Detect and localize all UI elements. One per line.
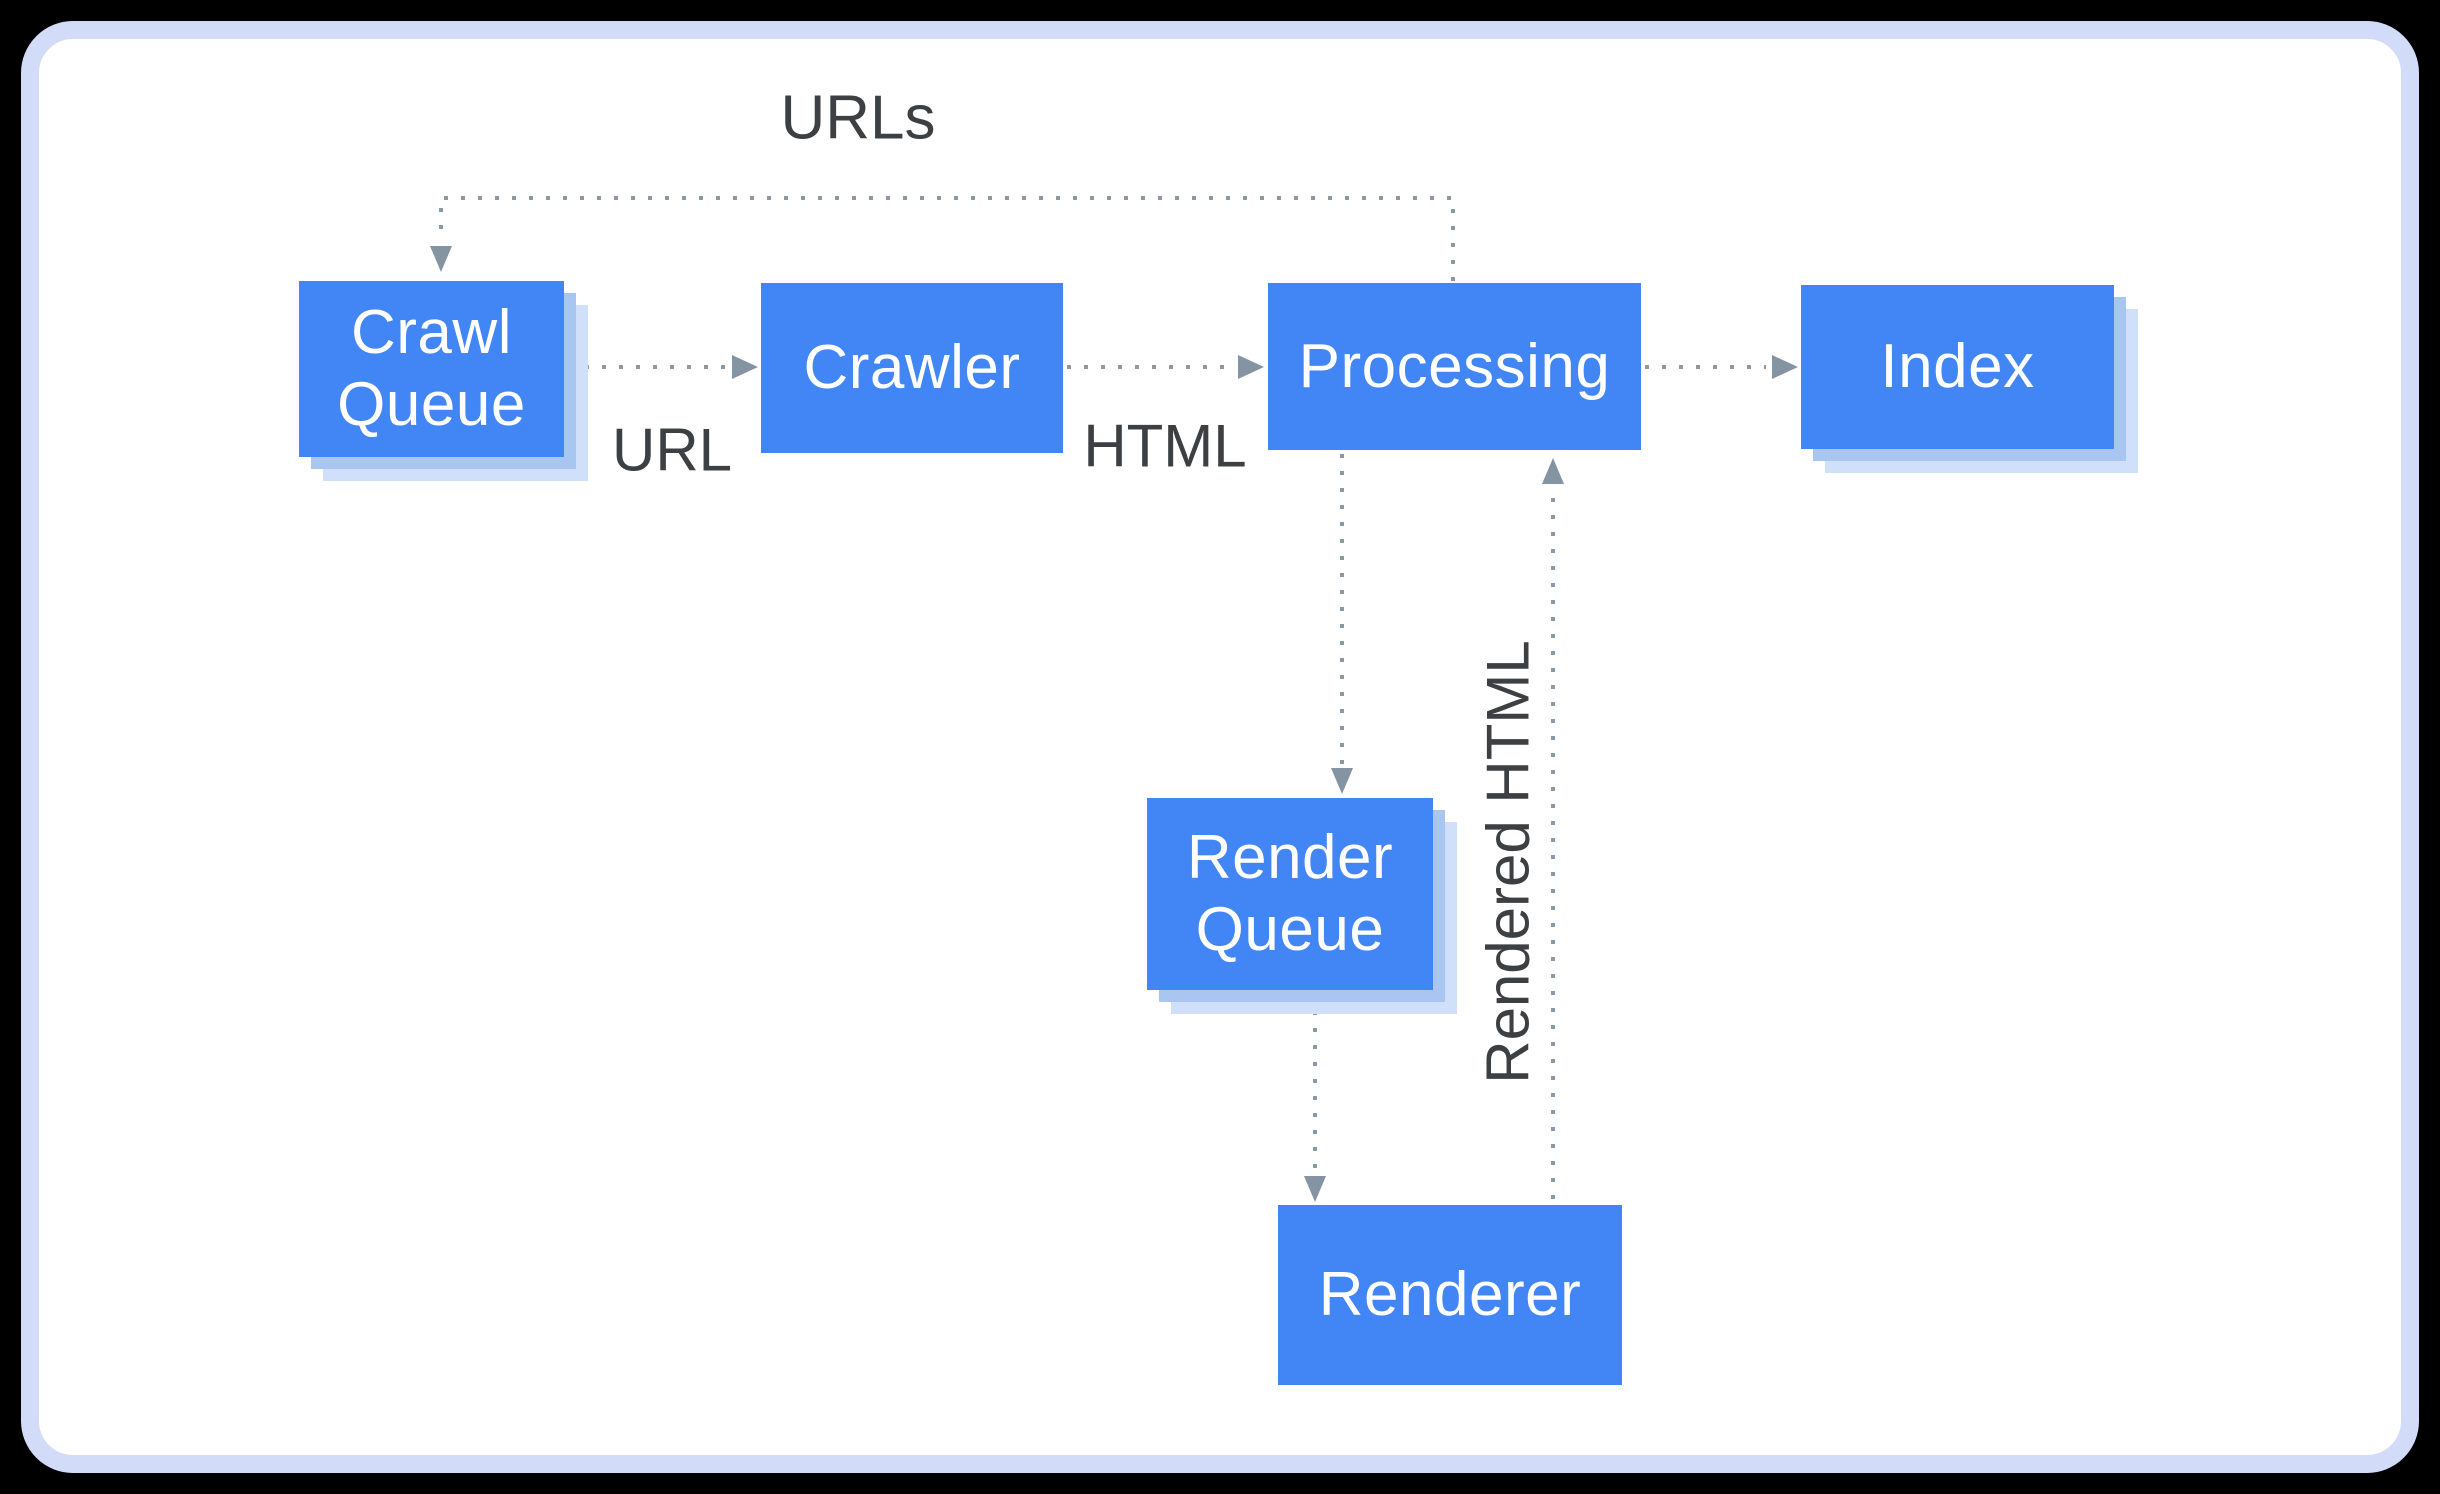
node-label: Renderer bbox=[1318, 1260, 1582, 1330]
node-face: Processing bbox=[1268, 283, 1641, 450]
arrowhead-into-processing-left bbox=[1238, 355, 1264, 379]
label-html: HTML bbox=[1083, 412, 1247, 480]
arrowhead-into-renderer bbox=[1304, 1176, 1326, 1202]
node-renderer: Renderer bbox=[1278, 1205, 1622, 1385]
arrowhead-into-processing-bottom bbox=[1542, 458, 1564, 484]
label-url: URL bbox=[611, 416, 733, 484]
arrowhead-into-crawlqueue bbox=[430, 246, 452, 272]
node-face: Render Queue bbox=[1147, 798, 1433, 990]
node-label: Crawl Queue bbox=[337, 298, 526, 439]
arrowhead-into-crawler bbox=[732, 355, 758, 379]
node-face: Crawl Queue bbox=[299, 281, 564, 457]
node-crawler: Crawler bbox=[761, 283, 1063, 453]
node-face: Index bbox=[1801, 285, 2114, 449]
node-crawl-queue: Crawl Queue bbox=[299, 281, 588, 481]
node-label: Index bbox=[1880, 332, 2035, 402]
node-face: Renderer bbox=[1278, 1205, 1622, 1385]
label-urls: URLs bbox=[780, 83, 936, 153]
node-label: Crawler bbox=[803, 333, 1021, 403]
label-rendered-html: Rendered HTML bbox=[1474, 640, 1542, 1084]
node-label: Render Queue bbox=[1186, 823, 1394, 964]
arrowhead-into-renderqueue bbox=[1331, 768, 1353, 794]
node-render-queue: Render Queue bbox=[1147, 798, 1457, 1014]
node-face: Crawler bbox=[761, 283, 1063, 453]
node-label: Processing bbox=[1298, 331, 1611, 401]
arrow-line-processing-crawlqueue bbox=[439, 196, 1455, 281]
node-processing: Processing bbox=[1268, 283, 1641, 450]
arrowhead-into-index bbox=[1772, 355, 1798, 379]
node-index: Index bbox=[1801, 285, 2138, 473]
diagram-panel bbox=[21, 21, 2419, 1473]
